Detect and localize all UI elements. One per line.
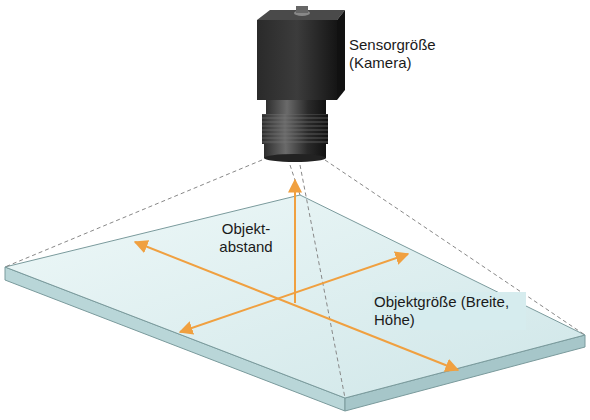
camera-side xyxy=(337,10,345,100)
object-size-label: Objektgröße (Breite, Höhe) xyxy=(372,292,526,330)
lens-ring xyxy=(262,114,328,144)
dimension-arrows xyxy=(135,180,458,370)
lens-mount xyxy=(266,100,326,114)
view-lines xyxy=(5,160,585,398)
distance-label: Objekt- abstand xyxy=(214,220,278,256)
camera-body xyxy=(257,20,337,100)
camera-label: Sensorgröße (Kamera) xyxy=(349,36,469,72)
